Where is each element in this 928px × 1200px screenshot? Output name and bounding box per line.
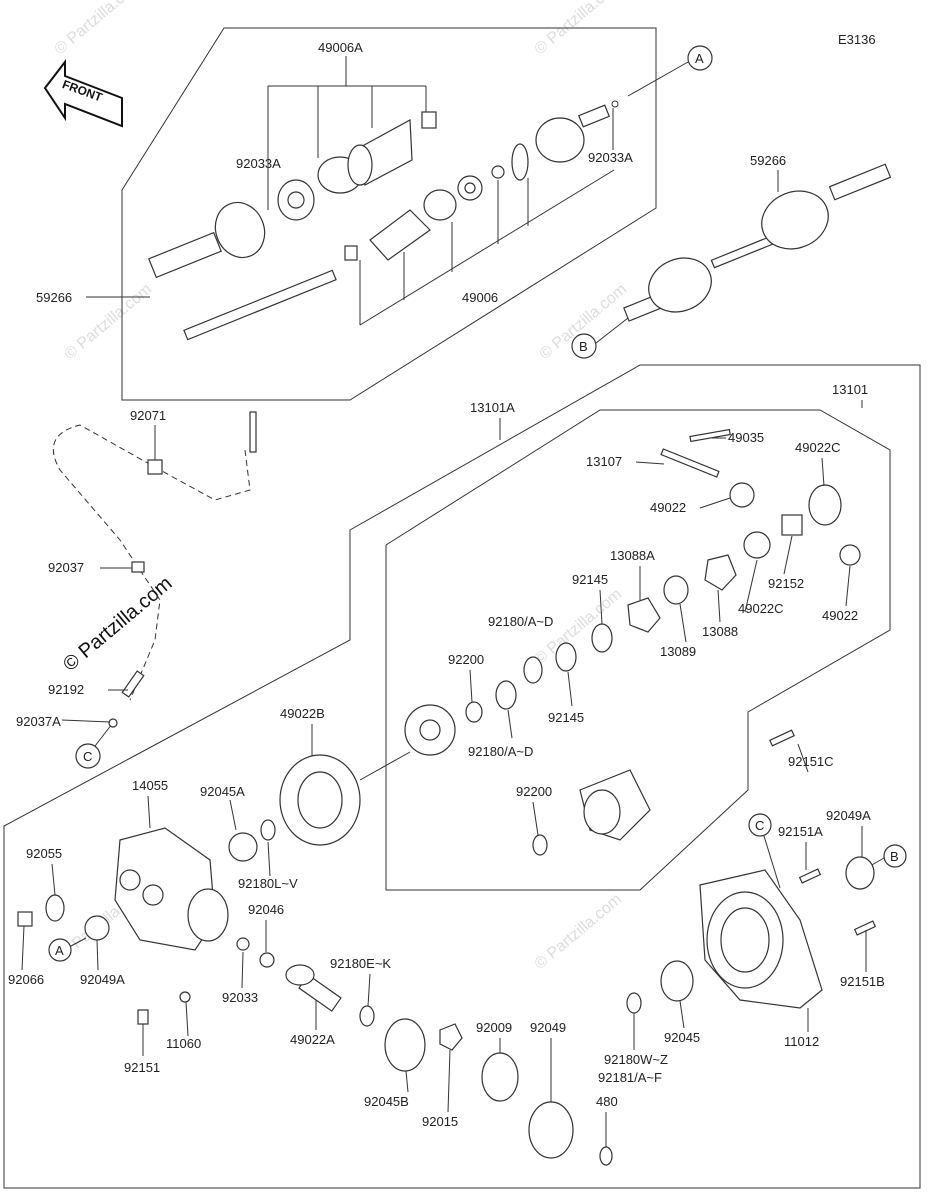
label-49022: 49022 (822, 608, 858, 623)
label-92151B: 92151B (840, 974, 885, 989)
label-92145: 92145 (572, 572, 608, 587)
svg-text:A: A (55, 943, 64, 958)
label-92180LV: 92180L~V (238, 876, 298, 891)
watermark-main: © Partzilla.com (59, 572, 176, 675)
label-14055: 14055 (132, 778, 168, 793)
cv-joint-upper (535, 100, 619, 163)
drive-shaft-left (148, 179, 337, 341)
label-92045B: 92045B (364, 1094, 409, 1109)
label-13088A: 13088A (610, 548, 655, 563)
clip-92037A (108, 718, 118, 728)
pinion-and-bearings (285, 964, 613, 1166)
svg-text:C: C (83, 749, 92, 764)
differential-group-outline (385, 409, 891, 891)
label-92181AF: 92181/A~F (598, 1070, 662, 1085)
callout-b-lower: B (869, 844, 907, 868)
watermark: © Partzilla.com (52, 0, 146, 58)
label-92145: 92145 (548, 710, 584, 725)
label-11012: 11012 (784, 1034, 819, 1049)
label-92015: 92015 (422, 1114, 458, 1129)
label-13088: 13088 (702, 624, 738, 639)
label-92152: 92152 (768, 576, 804, 591)
label-92045A: 92045A (200, 784, 245, 799)
drive-shaft-right (623, 163, 892, 322)
label-92071: 92071 (130, 408, 166, 423)
label-59266: 59266 (36, 290, 72, 305)
diagram-id: E3136 (838, 32, 876, 47)
label-92049A: 92049A (80, 972, 125, 987)
label-92066: 92066 (8, 972, 44, 987)
label-92192: 92192 (48, 682, 84, 697)
label-49006: 49006 (462, 290, 498, 305)
label-92033: 92033 (222, 990, 258, 1005)
svg-text:A: A (695, 51, 704, 66)
label-92180EK: 92180E~K (330, 956, 391, 971)
label-49035: 49035 (728, 430, 764, 445)
label-13101: 13101 (832, 382, 868, 397)
label-49022: 49022 (650, 500, 686, 515)
label-92046: 92046 (248, 902, 284, 917)
label-92151: 92151 (124, 1060, 160, 1075)
watermark: © Partzilla.com (62, 281, 156, 363)
watermark: © Partzilla.com (532, 0, 626, 58)
front-arrow-icon: FRONT (43, 59, 123, 128)
svg-text:B: B (890, 849, 899, 864)
drive-shaft-group-outline (121, 27, 657, 401)
svg-text:B: B (579, 339, 588, 354)
label-92009: 92009 (476, 1020, 512, 1035)
label-92180AD: 92180/A~D (468, 744, 533, 759)
watermark: © Partzilla.com (532, 891, 626, 973)
svg-text:C: C (755, 818, 764, 833)
label-92151A: 92151A (778, 824, 823, 839)
breather-hose (52, 424, 251, 701)
callout-a-left: A (48, 937, 87, 962)
label-49022A: 49022A (290, 1032, 335, 1047)
label-49022C: 49022C (795, 440, 841, 455)
label-92055: 92055 (26, 846, 62, 861)
part-labels: 49006A 92033A 92033A 59266 59266 49006 9… (8, 40, 885, 1129)
label-92049: 92049 (530, 1020, 566, 1035)
callout-c-right: C (748, 813, 781, 889)
boot-kit-49006 (344, 143, 529, 261)
label-92151C: 92151C (788, 754, 834, 769)
label-92200: 92200 (448, 652, 484, 667)
label-92033A: 92033A (588, 150, 633, 165)
label-92033A: 92033A (236, 156, 281, 171)
label-480: 480 (596, 1094, 618, 1109)
label-49022B: 49022B (280, 706, 325, 721)
label-92049A: 92049A (826, 808, 871, 823)
boot-kit-49006A (317, 111, 437, 194)
label-49006A: 49006A (318, 40, 363, 55)
label-11060: 11060 (166, 1036, 201, 1051)
clamp-92071 (147, 459, 163, 475)
cover-11012 (626, 729, 877, 1014)
label-92180AD: 92180/A~D (488, 614, 553, 629)
label-13101A: 13101A (470, 400, 515, 415)
label-13107: 13107 (586, 454, 622, 469)
label-92045: 92045 (664, 1030, 700, 1045)
gear-case-14055 (17, 819, 276, 1025)
clamp-92037 (131, 561, 145, 573)
label-92037A: 92037A (16, 714, 61, 729)
callout-a-top: A (627, 45, 713, 97)
pin (249, 411, 257, 453)
label-59266: 59266 (750, 153, 786, 168)
label-13089: 13089 (660, 644, 696, 659)
differential-parts (279, 428, 861, 856)
label-92200: 92200 (516, 784, 552, 799)
rear-final-gear-case-group-outline (3, 364, 921, 1189)
callout-b-right: B (571, 317, 629, 359)
callout-c-left: C (75, 723, 113, 769)
leader-lines (21, 56, 867, 1147)
label-92180WZ: 92180W~Z (604, 1052, 668, 1067)
label-92037: 92037 (48, 560, 84, 575)
label-49022C: 49022C (738, 601, 784, 616)
